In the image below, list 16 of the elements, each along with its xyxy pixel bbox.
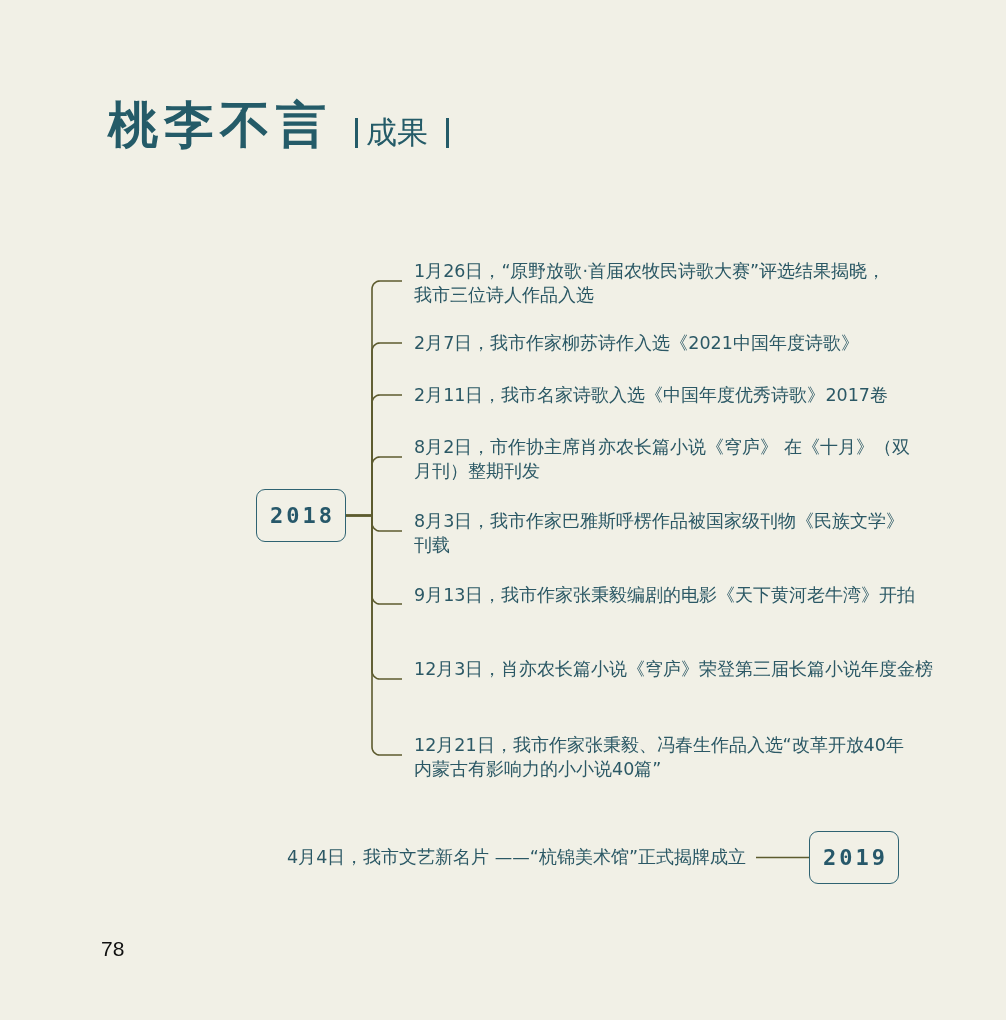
event-text: 12月3日，肖亦农长篇小说《穹庐》荣登第三届长篇小说年度金榜 [402, 657, 972, 681]
event-text: 4月4日，我市文艺新名片 ——“杭锦美术馆”正式揭牌成立 [240, 845, 756, 869]
subtitle: 成果 [366, 113, 428, 152]
event-text: 8月3日，我市作家巴雅斯呼楞作品被国家级刊物《民族文学》刊载 [402, 509, 914, 557]
title: 桃李不言 [108, 95, 332, 156]
connector-line [755, 856, 810, 859]
connector-line [345, 514, 403, 756]
page-number: 78 [101, 936, 125, 962]
event-text: 12月21日，我市作家张秉毅、冯春生作品入选“改革开放40年内蒙古有影响力的小小说40篇” [402, 733, 907, 781]
event-text: 8月2日，市作协主席肖亦农长篇小说《穹庐》 在《十月》（双月刊）整期刊发 [402, 435, 922, 483]
year-box: 2018 [256, 489, 346, 542]
year-box: 2019 [809, 831, 899, 884]
event-text: 9月13日，我市作家张秉毅编剧的电影《天下黄河老牛湾》开拍 [402, 583, 947, 607]
event-text: 2月11日，我市名家诗歌入选《中国年度优秀诗歌》2017卷 [402, 383, 947, 407]
event-text: 1月26日，“原野放歌·首届农牧民诗歌大赛”评选结果揭晓，我市三位诗人作品入选 [402, 259, 897, 307]
event-text: 2月7日，我市作家柳苏诗作入选《2021中国年度诗歌》 [402, 331, 947, 355]
